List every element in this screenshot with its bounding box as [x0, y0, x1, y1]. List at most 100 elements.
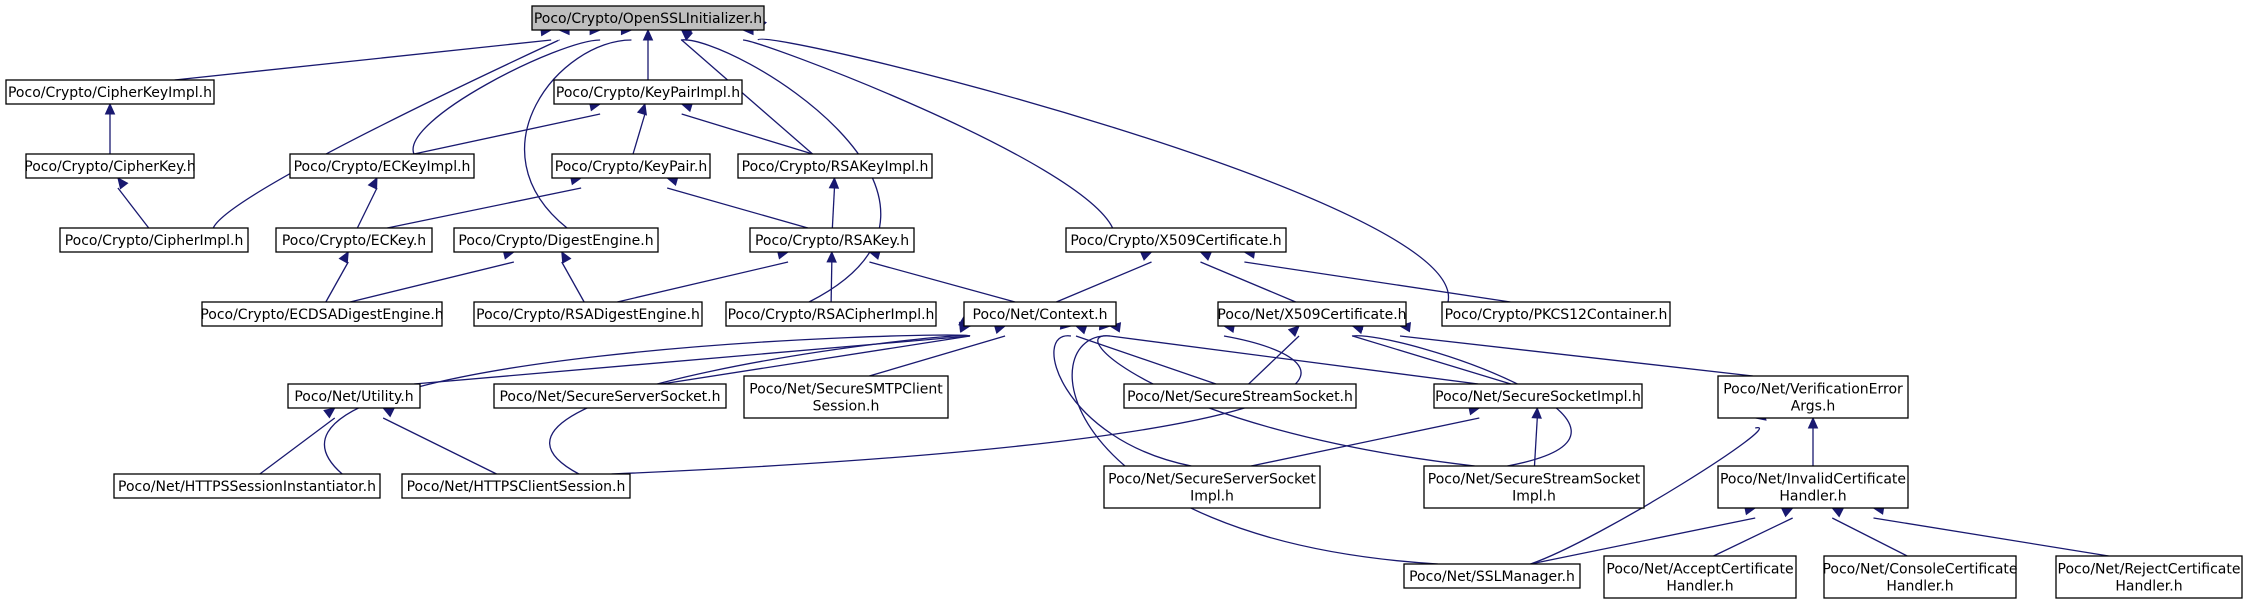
graph-node-utility[interactable]: Poco/Net/Utility.h: [287, 383, 421, 409]
node-box[interactable]: [1823, 555, 2017, 599]
node-label: Poco/Crypto/KeyPair.h: [555, 159, 707, 175]
node-box[interactable]: [1103, 465, 1321, 509]
graph-node-context[interactable]: Poco/Net/Context.h: [963, 301, 1117, 327]
node-label: Poco/Crypto/OpenSSLInitializer.h: [534, 11, 762, 27]
graph-node-cipherkeyimpl[interactable]: Poco/Crypto/CipherKeyImpl.h: [5, 79, 215, 105]
edge-keypair-to-eckey: [387, 174, 583, 229]
node-box[interactable]: [289, 153, 475, 179]
node-box[interactable]: [201, 301, 443, 327]
node-label: Poco/Net/ConsoleCertificate: [1822, 562, 2017, 578]
node-box[interactable]: [725, 301, 937, 327]
node-box[interactable]: [1717, 465, 1909, 509]
edge-line: [1533, 417, 1538, 467]
node-box[interactable]: [59, 227, 249, 253]
graph-node-ecdsadigest[interactable]: Poco/Crypto/ECDSADigestEngine.h: [200, 301, 444, 327]
graph-node-httpsinst[interactable]: Poco/Net/HTTPSSessionInstantiator.h: [113, 473, 381, 499]
edge-line: [382, 417, 497, 475]
node-label: Poco/Net/HTTPSClientSession.h: [407, 479, 626, 495]
edge-line: [830, 261, 833, 303]
edge-secsocketimpl-to-secstreamsockimpl: [1531, 406, 1542, 467]
graph-node-cipherkey[interactable]: Poco/Crypto/CipherKey.h: [24, 153, 196, 179]
node-box[interactable]: [551, 153, 711, 179]
edge-openssl_init-to-keypairimpl: [642, 28, 654, 80]
graph-node-digestengine[interactable]: Poco/Crypto/DigestEngine.h: [453, 227, 659, 253]
graph-node-keypair[interactable]: Poco/Crypto/KeyPair.h: [551, 153, 711, 179]
graph-node-eckeyimpl[interactable]: Poco/Crypto/ECKeyImpl.h: [289, 153, 475, 179]
node-box[interactable]: [1403, 563, 1581, 589]
graph-node-rsadigest[interactable]: Poco/Crypto/RSADigestEngine.h: [473, 301, 703, 327]
graph-node-pkcs12[interactable]: Poco/Crypto/PKCS12Container.h: [1441, 301, 1671, 327]
graph-node-rsacipherimpl[interactable]: Poco/Crypto/RSACipherImpl.h: [725, 301, 937, 327]
node-box[interactable]: [275, 227, 433, 253]
node-label: Poco/Net/Context.h: [973, 307, 1108, 323]
node-box[interactable]: [963, 301, 1117, 327]
node-box[interactable]: [25, 153, 195, 179]
edge-arrowhead: [1199, 251, 1213, 261]
node-box[interactable]: [287, 383, 421, 409]
nodes-layer: Poco/Crypto/OpenSSLInitializer.hPoco/Cry…: [5, 5, 2243, 599]
edge-secsocketimpl-to-secserversockimpl: [1250, 405, 1481, 467]
node-box[interactable]: [453, 227, 659, 253]
node-box[interactable]: [113, 473, 381, 499]
graph-node-rsakey[interactable]: Poco/Crypto/RSAKey.h: [749, 227, 915, 253]
node-box[interactable]: [1065, 227, 1287, 253]
graph-node-sslmanager[interactable]: Poco/Net/SSLManager.h: [1403, 563, 1581, 589]
node-label: Poco/Crypto/RSACipherImpl.h: [728, 307, 935, 323]
edge-invalidcert-to-consolecert: [1831, 507, 1908, 557]
edge-line: [1352, 335, 1512, 385]
node-box[interactable]: [1603, 555, 1797, 599]
edge-line: [356, 187, 378, 229]
edge-cipherkeyimpl-to-cipherkey: [104, 102, 116, 154]
node-box[interactable]: [2055, 555, 2243, 599]
node-box[interactable]: [749, 227, 915, 253]
edge-line: [259, 417, 336, 475]
edge-context-to-secsmtp: [869, 323, 1007, 377]
edge-arrowhead: [1531, 406, 1542, 419]
edge-line: [349, 261, 515, 303]
node-label: Handler.h: [2115, 579, 2182, 595]
graph-node-keypairimpl[interactable]: Poco/Crypto/KeyPairImpl.h: [553, 79, 743, 105]
edge-line: [1248, 335, 1300, 385]
graph-node-secsocketimpl[interactable]: Poco/Net/SecureSocketImpl.h: [1433, 383, 1643, 409]
graph-node-httpsclient[interactable]: Poco/Net/HTTPSClientSession.h: [401, 473, 631, 499]
graph-node-openssl_init[interactable]: Poco/Crypto/OpenSSLInitializer.h: [531, 5, 765, 31]
graph-node-secstreamsocket[interactable]: Poco/Net/SecureStreamSocket.h: [1123, 383, 1357, 409]
node-box[interactable]: [1423, 465, 1645, 509]
graph-node-x509net[interactable]: Poco/Net/X509Certificate.h: [1217, 301, 1407, 327]
node-box[interactable]: [743, 375, 949, 419]
graph-node-cipherimpl[interactable]: Poco/Crypto/CipherImpl.h: [59, 227, 249, 253]
node-box[interactable]: [5, 79, 215, 105]
edge-line: [1244, 261, 1511, 303]
node-box[interactable]: [473, 301, 703, 327]
graph-node-eckey[interactable]: Poco/Crypto/ECKey.h: [275, 227, 433, 253]
graph-node-rsakeyimpl[interactable]: Poco/Crypto/RSAKeyImpl.h: [737, 153, 933, 179]
node-box[interactable]: [531, 5, 765, 31]
edge-line: [757, 38, 1449, 303]
graph-node-x509crypto[interactable]: Poco/Crypto/X509Certificate.h: [1065, 227, 1287, 253]
edge-line: [869, 335, 1006, 377]
edge-line: [549, 334, 971, 475]
graph-node-secserversocket[interactable]: Poco/Net/SecureServerSocket.h: [493, 383, 727, 409]
node-box[interactable]: [493, 383, 727, 409]
edge-invalidcert-to-acceptcert: [1713, 507, 1794, 557]
node-box[interactable]: [737, 153, 933, 179]
node-label: Poco/Crypto/CipherKey.h: [24, 159, 195, 175]
node-box[interactable]: [401, 473, 631, 499]
node-label: Poco/Crypto/ECKey.h: [282, 233, 426, 249]
node-box[interactable]: [553, 79, 743, 105]
node-box[interactable]: [1123, 383, 1357, 409]
node-label: Poco/Crypto/DigestEngine.h: [458, 233, 653, 249]
node-box[interactable]: [1217, 301, 1407, 327]
node-box[interactable]: [1441, 301, 1671, 327]
node-label: Poco/Net/SecureSocketImpl.h: [1435, 389, 1641, 405]
node-box[interactable]: [1717, 375, 1909, 419]
node-box[interactable]: [1433, 383, 1643, 409]
